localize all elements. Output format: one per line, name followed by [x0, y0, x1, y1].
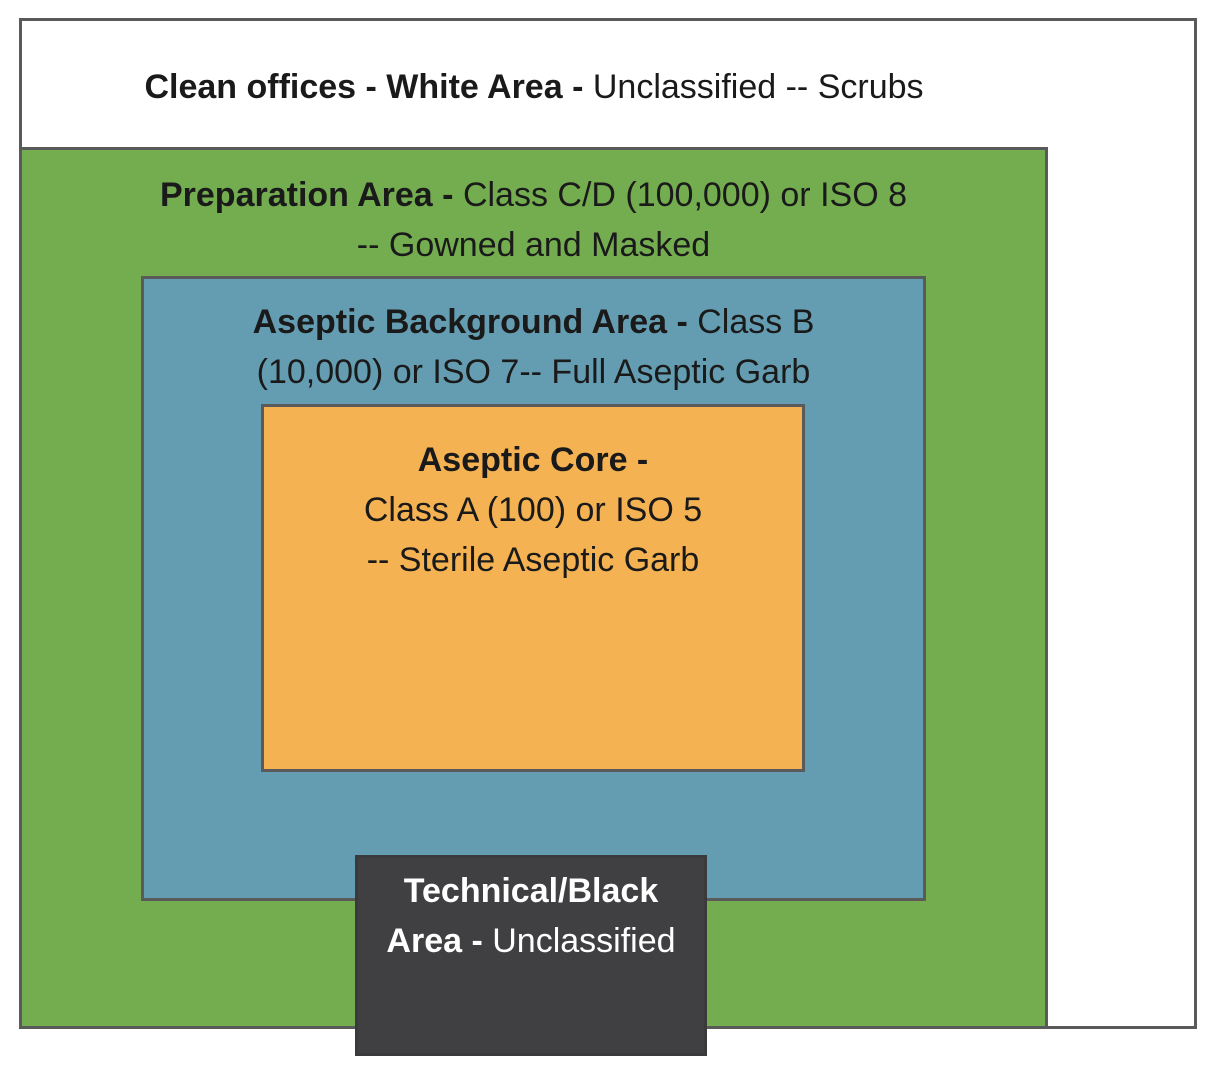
- aseptic-background-area-label: Aseptic Background Area - Class B (10,00…: [144, 297, 923, 397]
- preparation-area-title: Preparation Area -: [159, 176, 454, 214]
- aseptic-core-description-2: -- Sterile Aseptic Garb: [366, 541, 700, 579]
- aseptic-core-label: Aseptic Core - Class A (100) or ISO 5 --…: [264, 435, 802, 585]
- technical-black-area-description: Unclassified: [492, 922, 676, 960]
- aseptic-core-zone: Aseptic Core - Class A (100) or ISO 5 --…: [261, 404, 805, 772]
- preparation-area-description-2: -- Gowned and Masked: [356, 226, 711, 264]
- preparation-area-description-1: Class C/D (100,000) or ISO 8: [462, 176, 907, 214]
- white-area-title: Clean offices - White Area -: [144, 68, 584, 106]
- technical-black-area-label: Technical/Black Area - Unclassified: [358, 866, 704, 966]
- aseptic-core-description-1: Class A (100) or ISO 5: [363, 491, 703, 529]
- aseptic-background-area-description-2: (10,000) or ISO 7-- Full Aseptic Garb: [256, 353, 811, 391]
- white-area-label: Clean offices - White Area - Unclassifie…: [19, 62, 1049, 112]
- aseptic-core-title: Aseptic Core -: [417, 441, 649, 479]
- white-area-description: Unclassified -- Scrubs: [592, 68, 924, 106]
- preparation-area-label: Preparation Area - Class C/D (100,000) o…: [22, 170, 1045, 270]
- aseptic-background-area-title: Aseptic Background Area -: [252, 303, 688, 341]
- technical-black-area-title-2: Area -: [386, 922, 483, 960]
- technical-black-area-title-1: Technical/Black: [403, 872, 659, 910]
- aseptic-background-area-description-1: Class B: [697, 303, 815, 341]
- technical-black-area-zone: Technical/Black Area - Unclassified: [355, 855, 707, 1056]
